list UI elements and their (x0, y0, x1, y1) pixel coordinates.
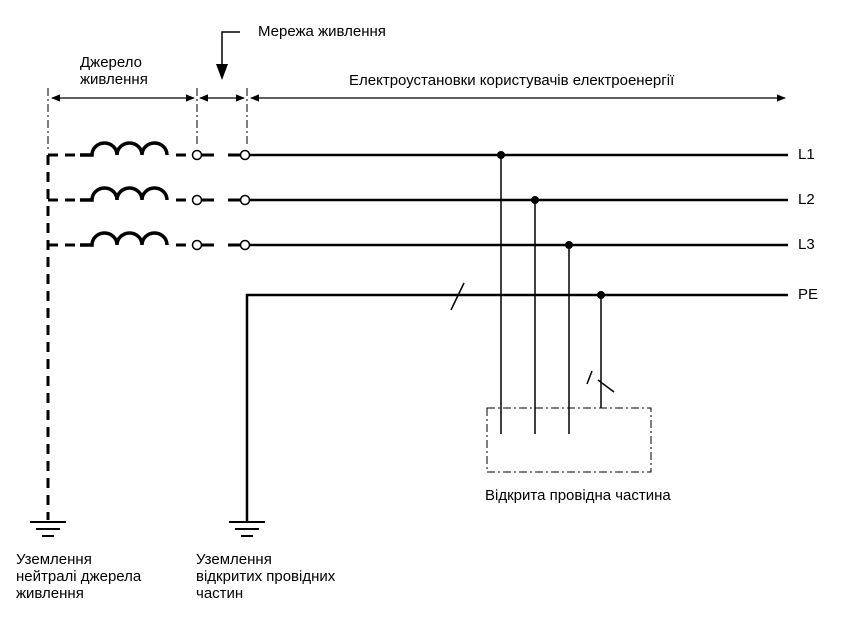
power-source-label-line1: Джерело (80, 54, 142, 71)
conductor-label-pe: PE (798, 286, 819, 303)
coil-stubs (176, 153, 186, 247)
load-taps (500, 155, 602, 434)
conductor-label-l3: L3 (798, 236, 815, 253)
source-terminal-l1 (191, 149, 203, 161)
terminal-links (202, 153, 240, 247)
exposed-parts-earthing-line3: частин (196, 585, 244, 602)
pe-tap-mark-b (586, 370, 593, 385)
junction-l2 (531, 196, 539, 204)
neutral-earthing-line2: нейтралі джерела (16, 568, 142, 585)
exposed-part-box (486, 407, 652, 473)
exposed-parts-earthing-line1: Уземлення (196, 551, 272, 568)
supply-network-pointer (216, 31, 240, 80)
terminals (191, 149, 251, 251)
junction-l3 (565, 241, 573, 249)
exposed-part-label: Відкрита провідна частина (485, 487, 671, 504)
neutral-earthing-line3: живлення (16, 585, 84, 602)
network-terminal-l3 (239, 239, 251, 251)
coil-l1 (80, 141, 169, 157)
neutral-earthing-label: Уземлення нейтралі джерела живлення (16, 551, 141, 602)
exposed-parts-earthing-label: Уземлення відкритих провідних частин (196, 551, 335, 602)
coil-l2 (80, 186, 169, 202)
junction-l1 (497, 151, 505, 159)
coil-l3 (80, 231, 169, 247)
conductor-pe (245, 293, 788, 522)
conductor-label-l1: L1 (798, 146, 815, 163)
neutral-earthing-line1: Уземлення (16, 551, 92, 568)
supply-network-label: Мережа живлення (258, 23, 386, 40)
coils (80, 141, 169, 247)
power-source-label: Джерело живлення (80, 54, 148, 88)
main-conductors (245, 153, 788, 522)
source-terminal-l2 (191, 194, 203, 206)
boundary-lines (47, 88, 248, 150)
pe-conductor-mark (450, 282, 465, 311)
pe-slash-marks (450, 282, 615, 393)
network-terminal-l2 (239, 194, 251, 206)
ground-symbol-neutral (30, 521, 66, 537)
exposed-parts-earthing-line2: відкритих провідних (196, 568, 336, 585)
source-terminal-l3 (191, 239, 203, 251)
conductor-label-l2: L2 (798, 191, 815, 208)
ground-symbol-exposed (229, 521, 265, 537)
power-source-label-line2: живлення (80, 71, 148, 88)
consumer-installations-label: Електроустановки користувачів електроене… (349, 72, 675, 89)
network-terminal-l1 (239, 149, 251, 161)
junction-dots (497, 151, 605, 299)
junction-pe (597, 291, 605, 299)
neutral-dashed (46, 153, 80, 520)
